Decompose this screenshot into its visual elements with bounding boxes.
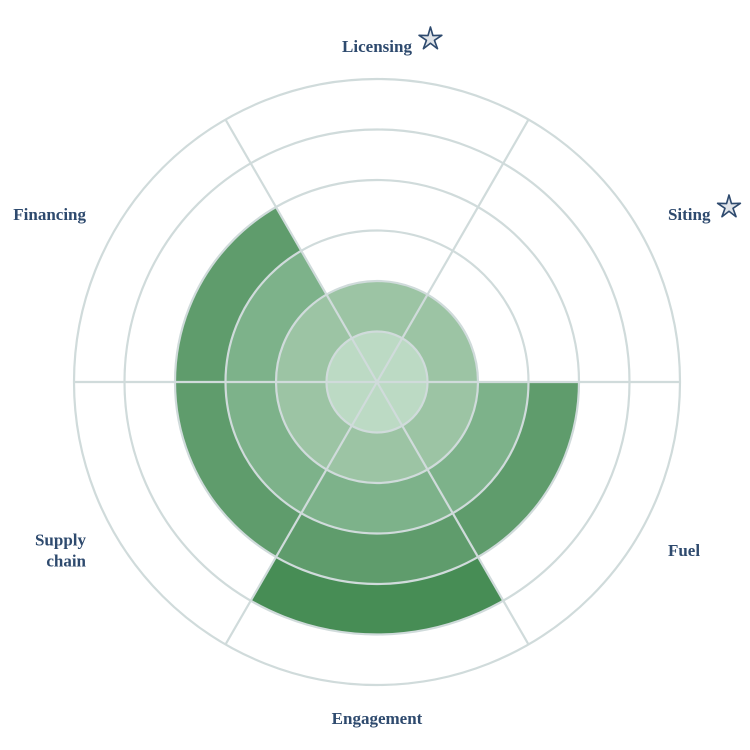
segment-financing-level-4 — [175, 207, 302, 382]
label-financing-line-1: Financing — [13, 205, 86, 224]
segment-supply-chain-level-3 — [225, 382, 327, 514]
segment-fills — [175, 207, 579, 635]
label-siting: Siting — [668, 205, 711, 224]
segment-engagement-level-5 — [250, 556, 504, 635]
segment-supply-chain-level-4 — [175, 382, 302, 557]
label-licensing-line-1: Licensing — [342, 37, 412, 56]
label-engagement: Engagement — [332, 709, 423, 728]
label-licensing: Licensing — [342, 37, 412, 56]
label-engagement-line-1: Engagement — [332, 709, 423, 728]
label-siting-line-1: Siting — [668, 205, 711, 224]
segment-financing-level-3 — [225, 250, 327, 382]
segment-engagement-level-1 — [351, 382, 403, 433]
label-financing: Financing — [13, 205, 86, 224]
segment-licensing-level-2 — [326, 280, 428, 339]
grid-spoke-3 — [376, 381, 530, 645]
label-supply-chain-line-2: chain — [46, 552, 86, 571]
grid-lines — [72, 77, 682, 687]
grid-spoke-1 — [376, 119, 530, 383]
segment-licensing-level-1 — [351, 331, 403, 382]
segment-engagement-level-3 — [301, 469, 453, 534]
grid-spoke-6 — [224, 119, 378, 383]
star-icon-siting — [716, 194, 742, 218]
label-supply-chain-line-1: Supply — [35, 531, 87, 550]
segment-fuel-level-3 — [427, 382, 529, 514]
segment-siting-level-2 — [402, 294, 478, 382]
segment-engagement-level-4 — [276, 513, 478, 585]
segment-engagement-level-2 — [326, 425, 428, 484]
grid-spoke-4 — [224, 381, 378, 645]
segment-fuel-level-4 — [452, 382, 579, 557]
segment-financing-level-2 — [276, 294, 352, 382]
label-fuel-line-1: Fuel — [668, 541, 700, 560]
segment-supply-chain-level-2 — [276, 382, 352, 470]
label-supply-chain: Supply chain — [35, 531, 87, 571]
segment-fuel-level-2 — [402, 382, 478, 470]
label-fuel: Fuel — [668, 541, 700, 560]
star-icon-licensing — [418, 26, 443, 50]
